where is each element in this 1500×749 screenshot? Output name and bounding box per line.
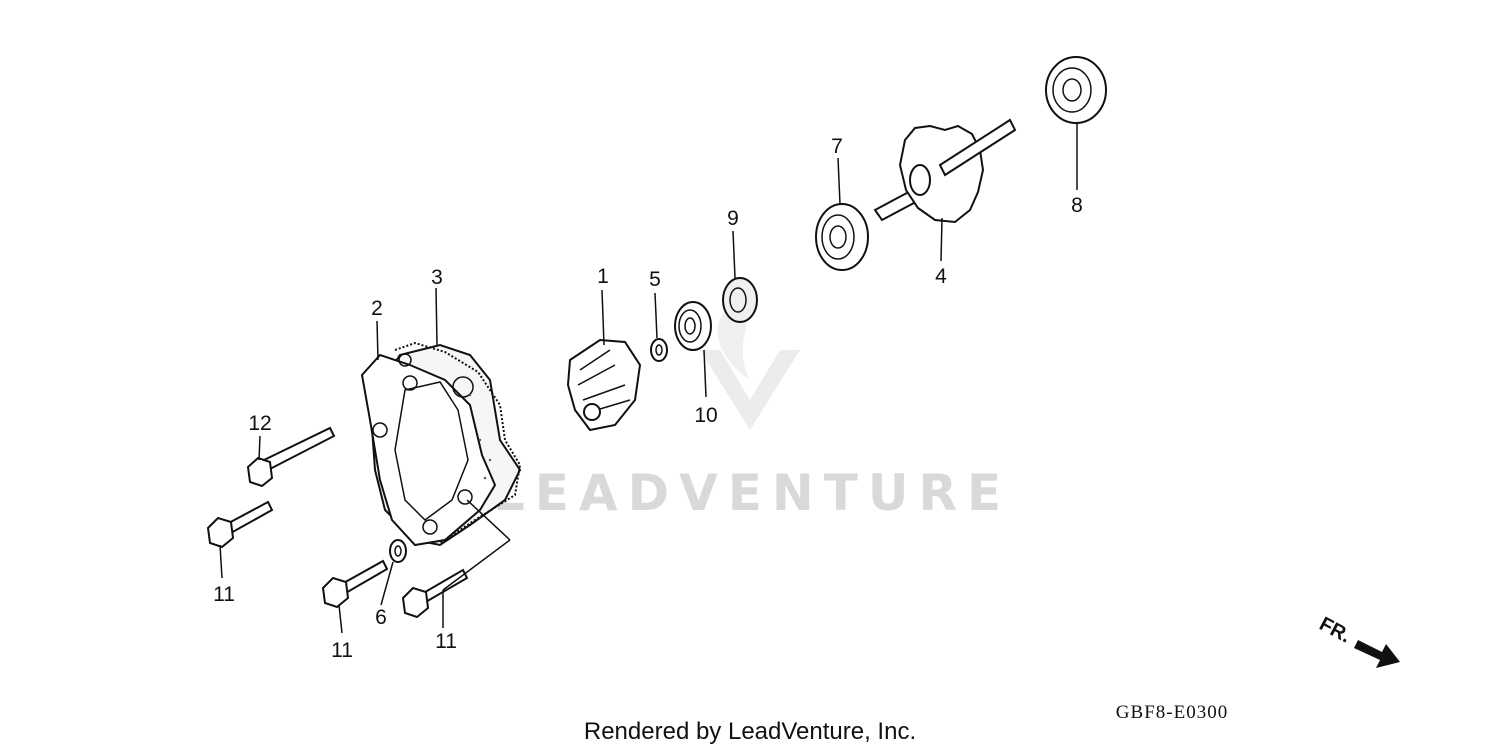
bolt-part-12	[246, 426, 336, 488]
callout-12: 12	[248, 412, 271, 435]
callout-8: 8	[1071, 194, 1083, 217]
washer-part-6	[389, 539, 407, 563]
callout-11-lower: 11	[331, 639, 353, 662]
bolt-part-11-lower	[321, 559, 389, 609]
callout-11-right: 11	[435, 630, 457, 653]
callout-11-left: 11	[213, 583, 235, 606]
footer-credit: Rendered by LeadVenture, Inc.	[584, 718, 916, 745]
washer-part-5	[650, 338, 668, 362]
gasket-part-3	[394, 341, 522, 544]
callout-2: 2	[371, 297, 383, 320]
callout-6: 6	[375, 606, 387, 629]
bearing-part-10	[674, 301, 712, 351]
watermark-text: LEADVENTURE	[493, 464, 1011, 522]
callout-3: 3	[431, 266, 443, 289]
oil-seal-part-9	[722, 277, 758, 323]
callout-10: 10	[694, 404, 717, 427]
bearing-part-8	[1045, 56, 1107, 124]
impeller-part-1	[566, 338, 642, 432]
shaft-gear-part-4	[873, 118, 1017, 224]
callout-1: 1	[597, 265, 609, 288]
front-direction-label: FR.	[1316, 613, 1355, 648]
watermark: LEADVENTURE	[493, 300, 1011, 522]
leader-lines	[219, 123, 1078, 634]
bolt-part-11-left	[206, 500, 274, 549]
callout-7: 7	[831, 135, 843, 158]
arrow-right-icon	[1354, 640, 1400, 668]
bolt-part-11-right	[401, 568, 469, 619]
callout-4: 4	[935, 265, 947, 288]
callout-5: 5	[649, 268, 661, 291]
callout-9: 9	[727, 207, 739, 230]
drawing-code: GBF8-E0300	[1116, 702, 1228, 723]
pump-cover-part-2	[360, 341, 522, 547]
bearing-part-7	[815, 203, 869, 271]
front-direction-indicator: FR.	[1316, 613, 1400, 668]
callout-labels: 1 2 3 4 5 6 7 8 9 10 11 11 11 12	[213, 135, 1083, 662]
